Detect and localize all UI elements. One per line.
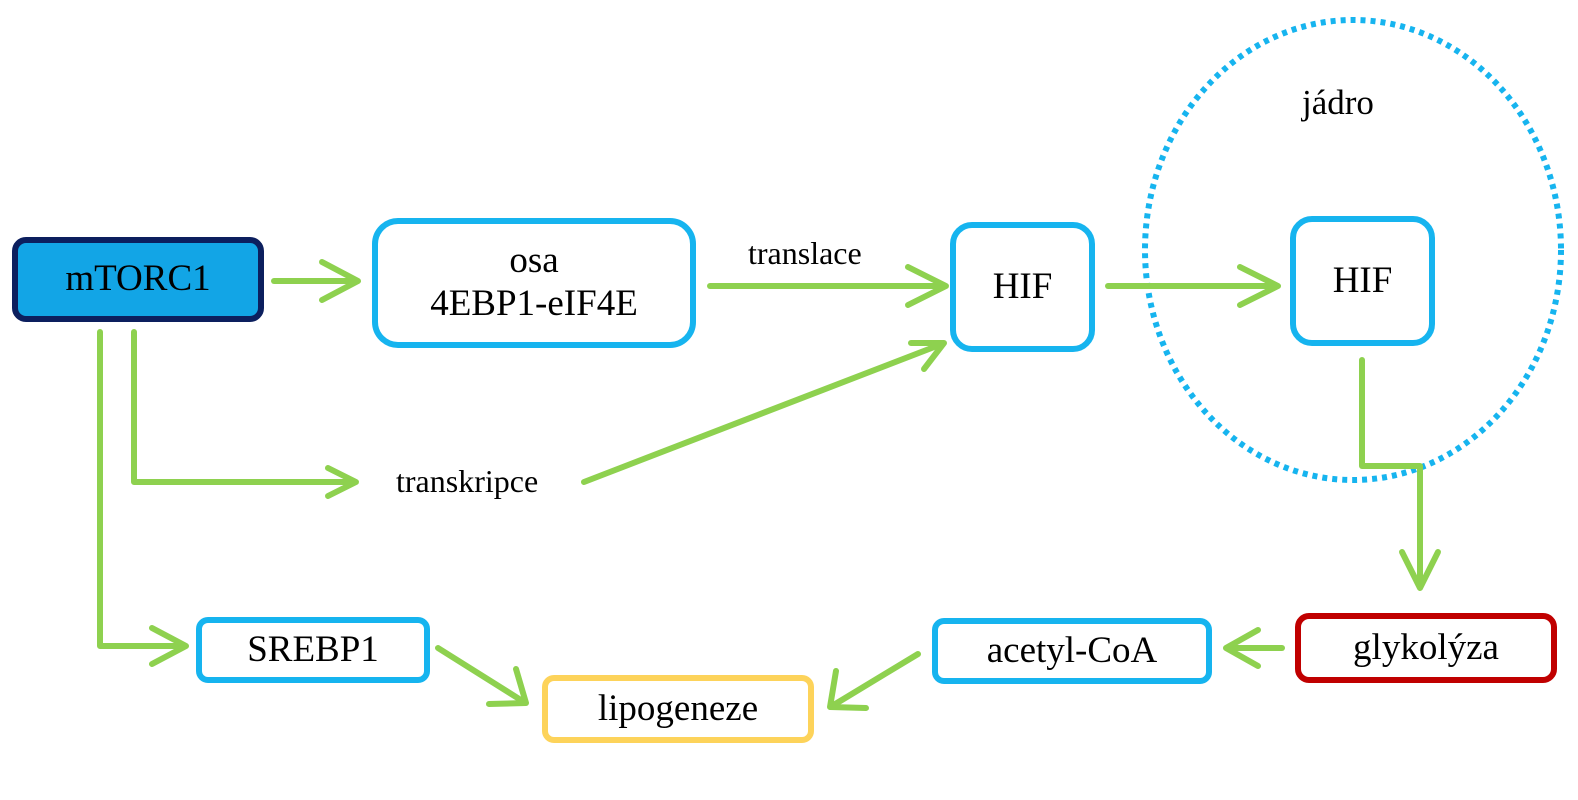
arrow-transkripce-to-hif — [581, 340, 947, 485]
arrow-mtorc1-to-srebp1 — [97, 329, 189, 667]
arrow-srebp1-to-lipogeneze — [435, 645, 529, 707]
node-hif-cytoplasm-label: HIF — [992, 265, 1053, 307]
node-glykolyza-label: glykolýza — [1353, 626, 1499, 668]
node-acetyl-coa: acetyl-CoA — [932, 618, 1212, 684]
arrow-mtorc1-to-transkripce — [131, 329, 359, 499]
node-mtorc1: mTORC1 — [12, 237, 264, 322]
nucleus-label-jadro: jádro — [1302, 83, 1374, 122]
nucleus-boundary — [1142, 17, 1564, 483]
arrow-glykolyza-to-acetyl — [1223, 627, 1285, 669]
arrow-acetyl-to-lipogeneze — [827, 651, 921, 711]
edge-label-translace: translace — [748, 235, 862, 271]
node-glykolyza: glykolýza — [1295, 613, 1557, 683]
arrow-mtorc1-to-osa — [271, 259, 361, 303]
node-lipogeneze: lipogeneze — [542, 675, 814, 743]
arrow-osa-to-hif — [707, 264, 949, 308]
node-hif-nucleus-label: HIF — [1332, 259, 1393, 301]
arrow-hif-nucleus-to-glykolyza — [1359, 357, 1441, 591]
node-osa-4ebp1-eif4e: osa 4EBP1-eIF4E — [372, 218, 696, 348]
node-osa-label-line1: osa — [509, 240, 559, 282]
edge-label-transkripce: transkripce — [396, 463, 539, 499]
arrow-hif-to-hif-nucleus — [1105, 264, 1281, 308]
node-hif-nucleus: HIF — [1290, 216, 1435, 346]
node-srebp1: SREBP1 — [196, 617, 430, 683]
node-srebp1-label: SREBP1 — [247, 628, 379, 670]
node-osa-label-line2: 4EBP1-eIF4E — [430, 283, 638, 324]
node-lipogeneze-label: lipogeneze — [597, 687, 759, 729]
node-hif-cytoplasm: HIF — [950, 222, 1095, 352]
node-mtorc1-label: mTORC1 — [65, 258, 211, 300]
node-acetyl-coa-label: acetyl-CoA — [986, 629, 1158, 671]
